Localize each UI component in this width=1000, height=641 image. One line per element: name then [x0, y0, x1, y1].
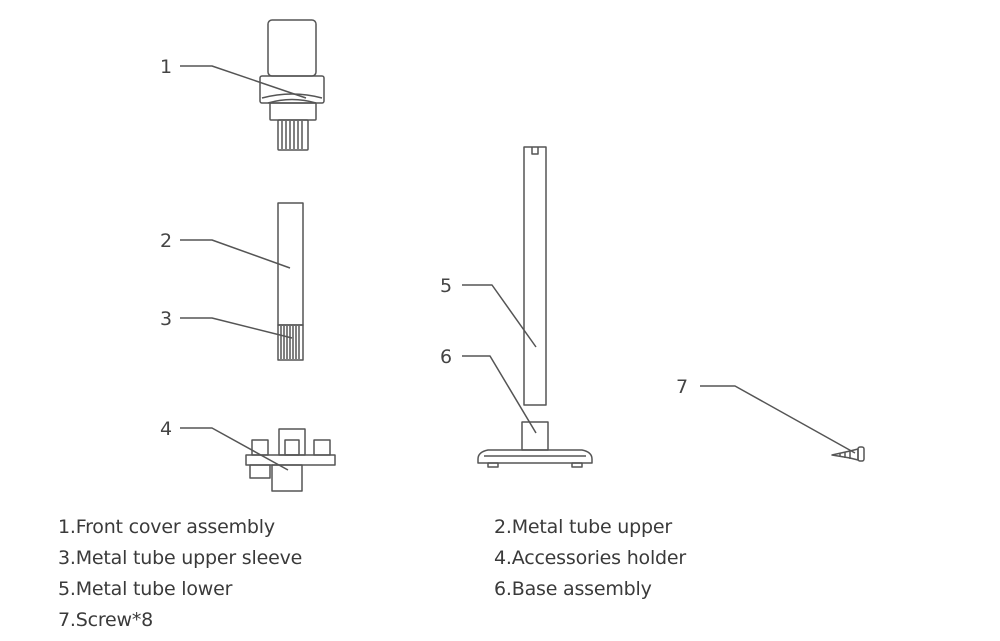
accessories-holder: [245, 428, 336, 492]
callout-number-7: 7: [676, 376, 688, 398]
legend-item-6: 6.Base assembly: [494, 578, 652, 600]
leader-line-2: [180, 239, 291, 269]
legend-item-5: 5.Metal tube lower: [58, 578, 233, 600]
legend-item-2: 2.Metal tube upper: [494, 516, 672, 538]
leader-lines: [180, 65, 856, 471]
leader-line-7: [700, 385, 856, 454]
leader-line-6: [462, 355, 537, 434]
legend-item-7: 7.Screw*8: [58, 609, 154, 631]
callout-number-6: 6: [440, 346, 452, 368]
callout-number-4: 4: [160, 418, 172, 440]
callout-number-3: 3: [160, 308, 172, 330]
leader-line-1: [180, 65, 307, 99]
metal-tube-upper: [277, 202, 304, 326]
metal-tube-lower: [523, 146, 547, 406]
screw: [831, 446, 865, 462]
leader-line-4: [180, 427, 289, 471]
legend-item-1: 1.Front cover assembly: [58, 516, 275, 538]
legend-item-4: 4.Accessories holder: [494, 547, 687, 569]
front-cover-assembly: [259, 19, 325, 151]
base-assembly: [477, 421, 593, 468]
callout-number-5: 5: [440, 275, 452, 297]
leader-line-5: [462, 284, 537, 348]
legend-item-3: 3.Metal tube upper sleeve: [58, 547, 303, 569]
metal-tube-upper-sleeve: [277, 324, 304, 361]
callout-number-2: 2: [160, 230, 172, 252]
leader-line-3: [180, 317, 293, 339]
callout-number-1: 1: [160, 56, 172, 78]
